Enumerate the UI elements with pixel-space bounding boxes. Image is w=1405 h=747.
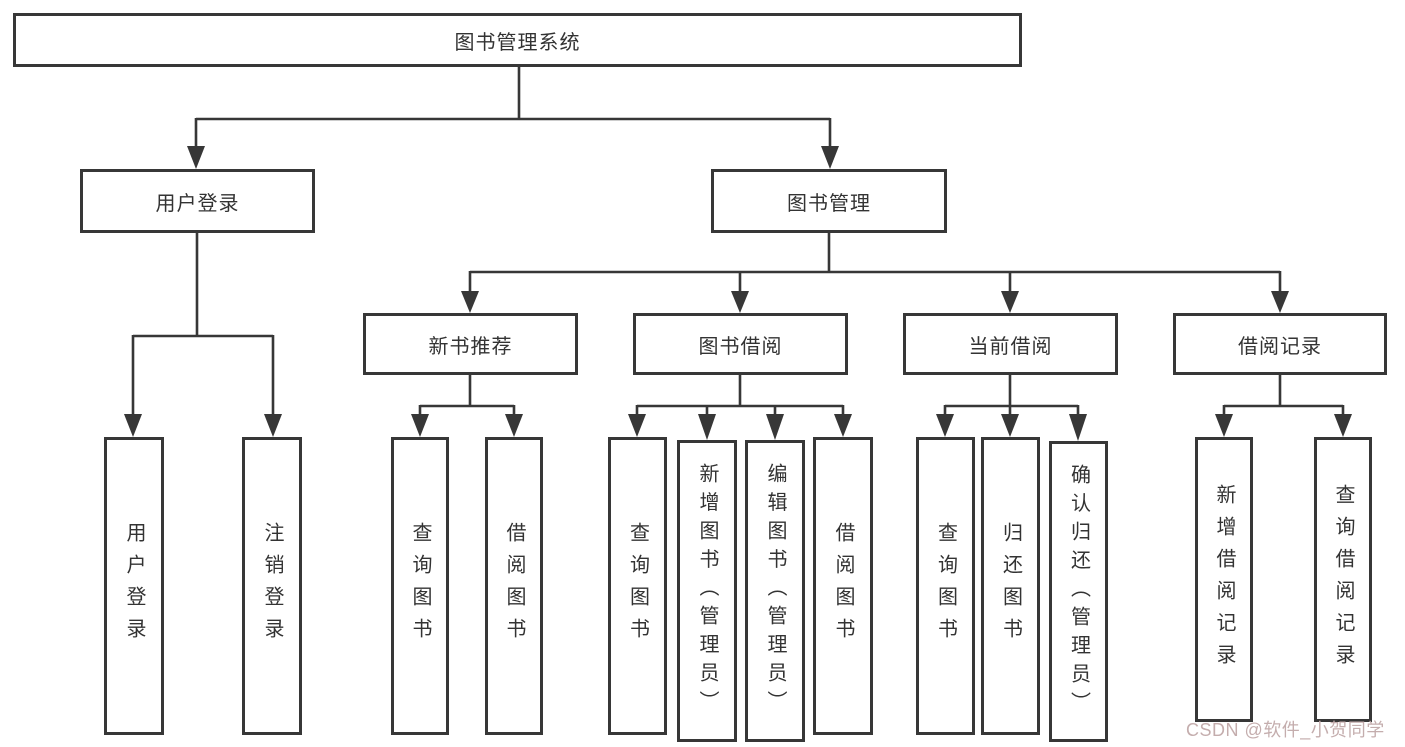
arrowhead xyxy=(766,414,784,440)
node-label: 编辑图书（管理员） xyxy=(764,463,786,719)
node-label: 当前借阅 xyxy=(968,335,1053,358)
arrowhead xyxy=(834,414,852,437)
node-label: 注销登录 xyxy=(261,522,283,650)
node-label: 借阅记录 xyxy=(1238,335,1322,358)
edge-bookmgmt-to-level3 xyxy=(468,233,1282,293)
arrowhead xyxy=(411,414,429,437)
node-current-borrow: 当前借阅 xyxy=(903,313,1118,375)
edge-newbook-to-leaves xyxy=(418,375,516,416)
arrowheads xyxy=(124,146,1352,441)
leaf-borrow-books-recommend: 借阅图书 xyxy=(485,437,543,735)
arrowhead xyxy=(698,414,716,440)
node-label: 用户登录 xyxy=(155,192,240,215)
node-label: 查询图书 xyxy=(409,522,431,650)
arrowhead xyxy=(731,291,749,313)
arrowhead xyxy=(1271,291,1289,313)
node-label: 图书借阅 xyxy=(698,335,783,358)
arrowhead xyxy=(1334,414,1352,437)
leaf-user-login: 用户登录 xyxy=(104,437,164,735)
arrowhead xyxy=(1001,291,1019,313)
node-label: 确认归还（管理员） xyxy=(1067,463,1090,720)
node-label: 查询图书 xyxy=(626,522,649,650)
node-label: 新增借阅记录 xyxy=(1213,483,1235,676)
arrowhead xyxy=(628,414,646,437)
arrowhead xyxy=(124,414,142,437)
edge-records-to-leaves xyxy=(1222,375,1345,416)
arrowhead xyxy=(1001,414,1019,437)
arrowhead xyxy=(1215,414,1233,437)
leaf-add-books-admin: 新增图书（管理员） xyxy=(677,440,737,742)
edge-userlogin-to-leaves xyxy=(131,233,275,416)
arrowhead xyxy=(505,414,523,437)
node-book-borrow: 图书借阅 xyxy=(633,313,848,375)
node-label: 查询借阅记录 xyxy=(1332,483,1354,676)
node-label: 借阅图书 xyxy=(832,522,854,650)
arrowhead xyxy=(187,146,205,169)
node-root-library-system: 图书管理系统 xyxy=(13,13,1022,67)
leaf-return-books: 归还图书 xyxy=(981,437,1040,735)
edge-root-to-level2 xyxy=(194,67,832,148)
leaf-query-books-recommend: 查询图书 xyxy=(391,437,449,735)
arrowhead xyxy=(461,291,479,313)
leaf-query-borrow-record: 查询借阅记录 xyxy=(1314,437,1372,722)
leaf-logout: 注销登录 xyxy=(242,437,302,735)
arrowhead xyxy=(821,146,839,169)
node-label: 新增图书（管理员） xyxy=(696,463,718,719)
leaf-edit-books-admin: 编辑图书（管理员） xyxy=(745,440,805,742)
node-label: 图书管理系统 xyxy=(454,31,581,54)
node-book-management: 图书管理 xyxy=(711,169,947,233)
edge-currentborrow-to-leaves xyxy=(943,375,1080,416)
node-label: 归还图书 xyxy=(999,522,1022,650)
node-label: 借阅图书 xyxy=(503,522,525,650)
csdn-watermark: CSDN @软件_小贺同学 xyxy=(1186,720,1385,740)
leaf-query-books-current: 查询图书 xyxy=(916,437,975,735)
arrowhead xyxy=(936,414,954,437)
edge-bookborrow-to-leaves xyxy=(635,375,845,416)
arrowhead xyxy=(264,414,282,437)
node-user-login: 用户登录 xyxy=(80,169,315,233)
arrowhead xyxy=(1069,414,1087,441)
leaf-query-books-borrow: 查询图书 xyxy=(608,437,667,735)
leaf-add-borrow-record: 新增借阅记录 xyxy=(1195,437,1253,722)
node-label: 新书推荐 xyxy=(428,335,513,358)
node-borrow-records: 借阅记录 xyxy=(1173,313,1387,375)
node-new-book-recommend: 新书推荐 xyxy=(363,313,578,375)
leaf-borrow-books: 借阅图书 xyxy=(813,437,873,735)
node-label: 图书管理 xyxy=(787,192,871,215)
node-label: 查询图书 xyxy=(934,522,957,650)
node-label: 用户登录 xyxy=(123,522,145,650)
leaf-confirm-return-admin: 确认归还（管理员） xyxy=(1049,441,1108,742)
